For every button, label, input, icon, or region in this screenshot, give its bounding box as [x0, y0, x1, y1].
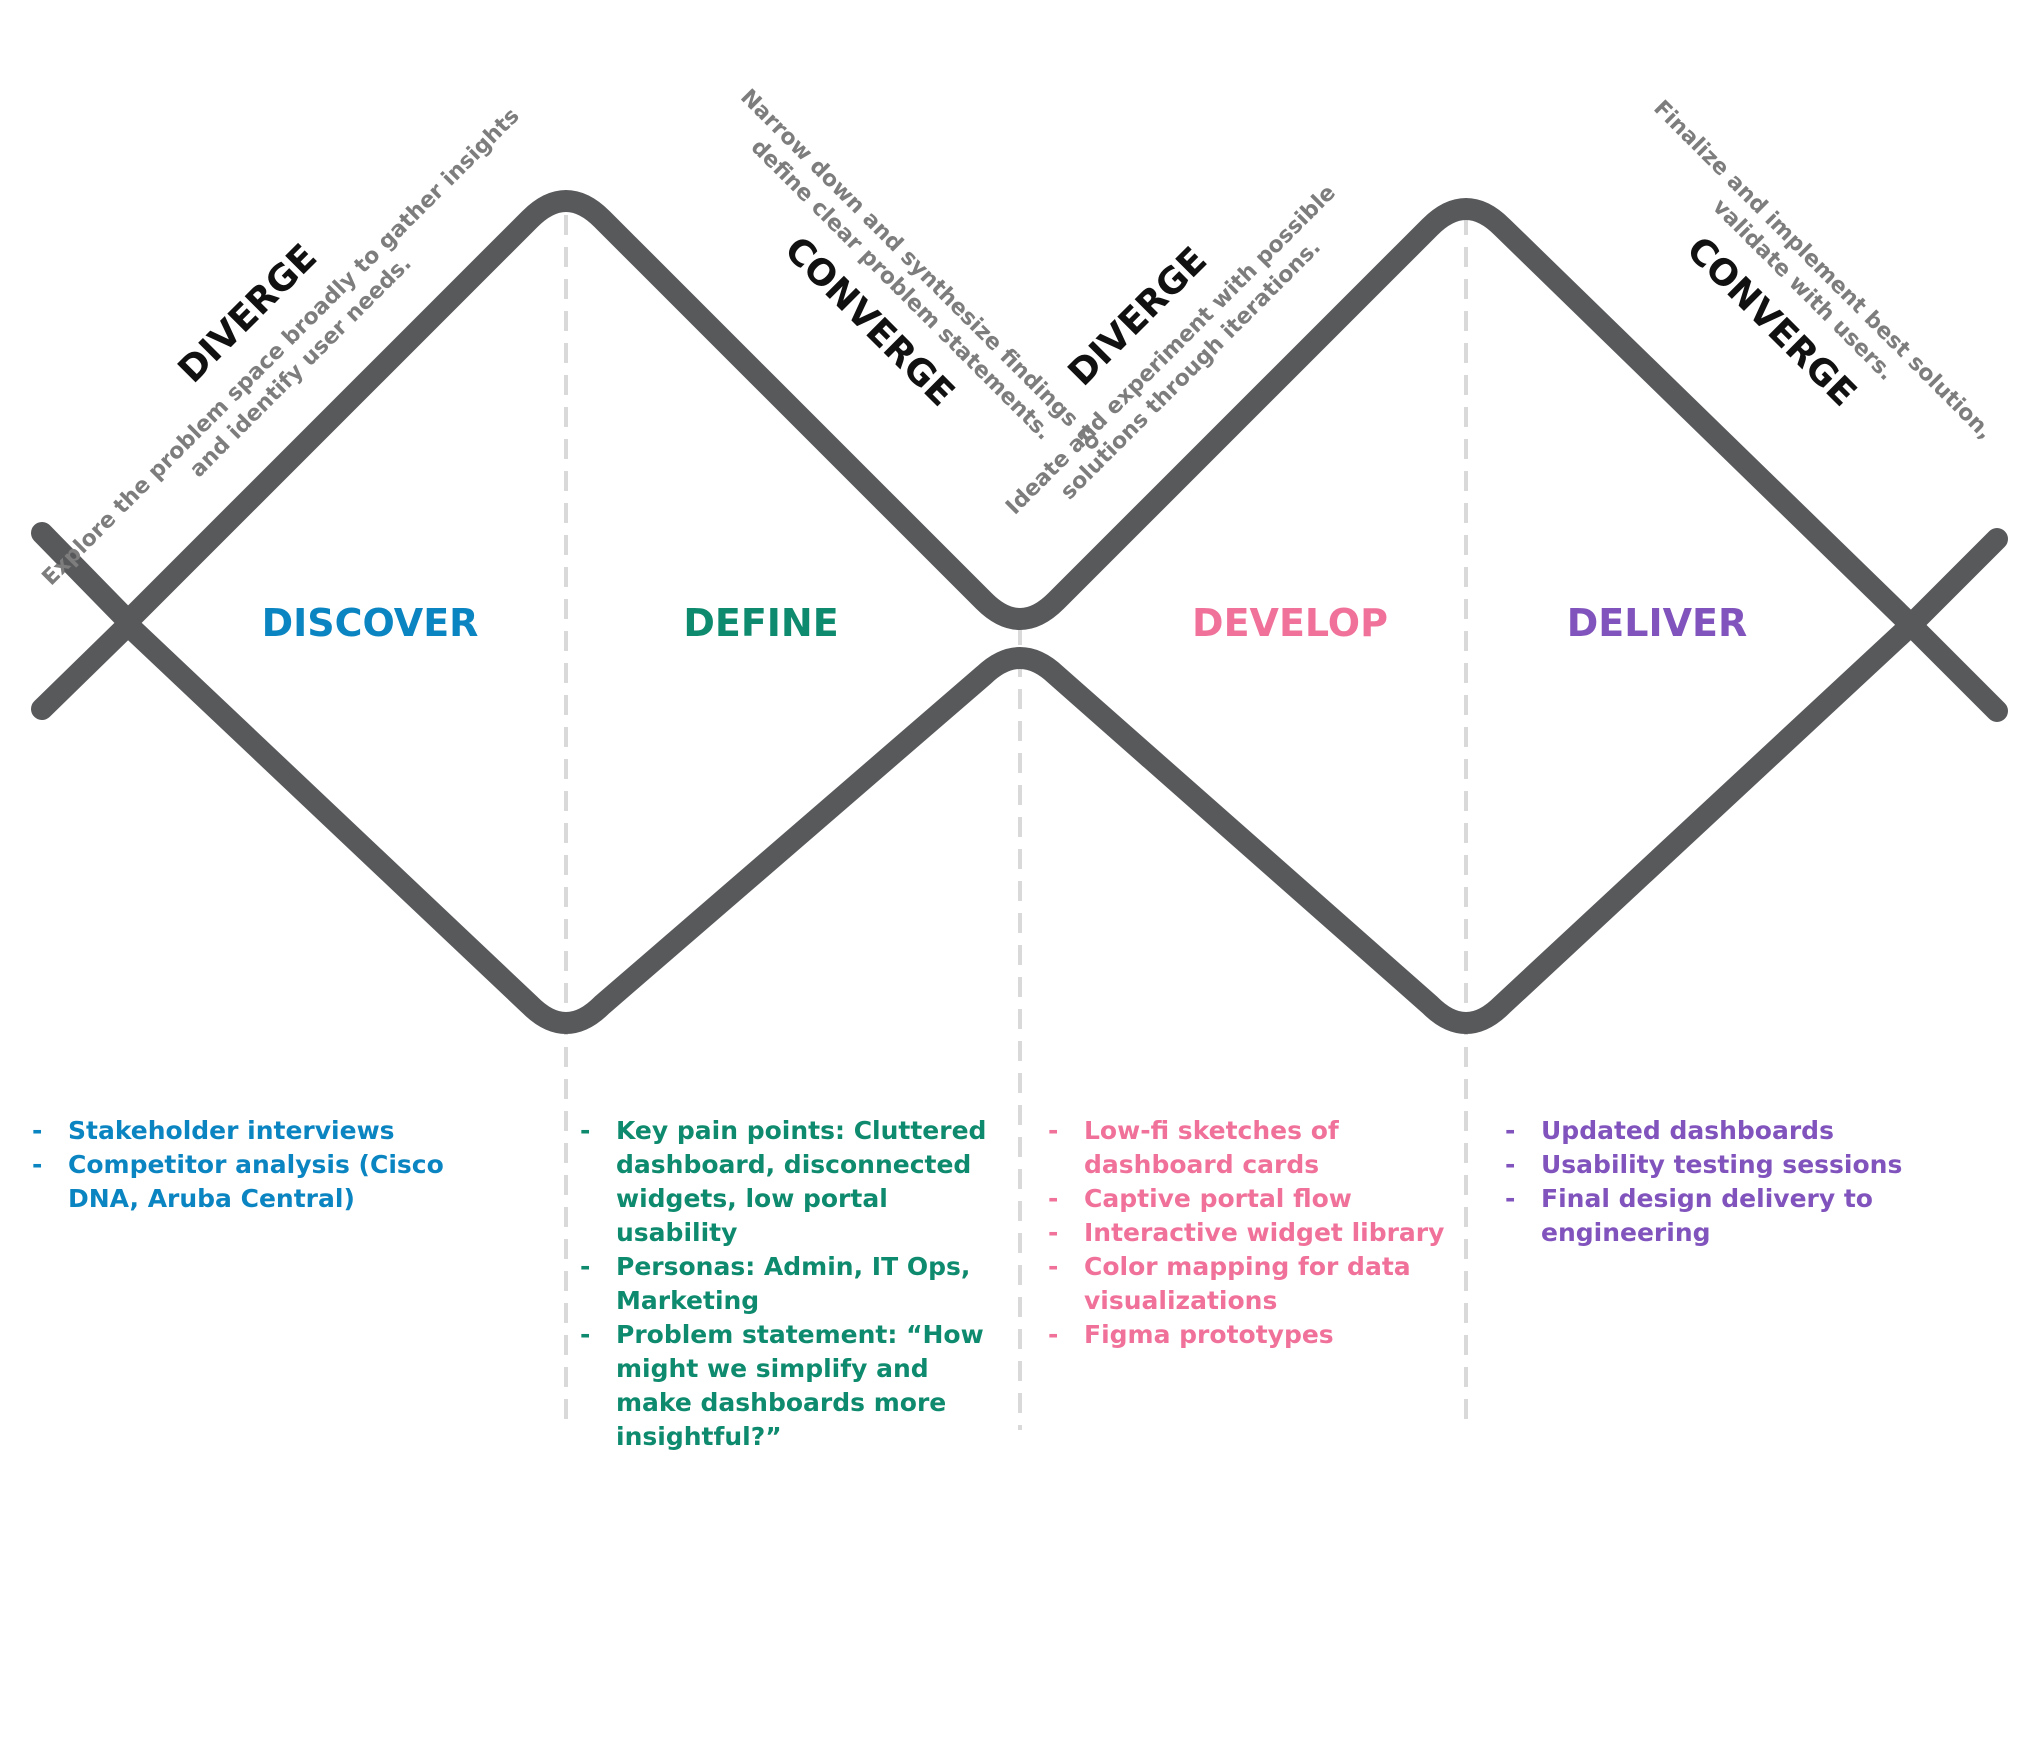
diamond-top-outline — [31, 190, 2008, 636]
stage-deliver-converge: CONVERGE Finalize and implement best sol… — [1648, 96, 1997, 445]
phase-title-deliver: DELIVER — [1567, 601, 1747, 645]
list-item: Figma prototypes — [1048, 1318, 1478, 1352]
phase-title-define: DEFINE — [683, 601, 838, 645]
list-item: Captive portal flow — [1048, 1182, 1478, 1216]
list-item: Stakeholder interviews — [32, 1114, 502, 1148]
stage-description-line1: Explore the problem space broadly to gat… — [38, 104, 525, 591]
discover-activities-list: Stakeholder interviews Competitor analys… — [32, 1114, 502, 1216]
develop-activities-list: Low-fi sketches of dashboard cards Capti… — [1048, 1114, 1478, 1352]
phase-title-develop: DEVELOP — [1192, 601, 1388, 645]
deliver-activities-list: Updated dashboards Usability testing ses… — [1505, 1114, 1945, 1250]
phase-title-discover: DISCOVER — [262, 601, 479, 645]
list-item: Color mapping for data visualizations — [1048, 1250, 1478, 1318]
list-item: Problem statement: “How might we simplif… — [580, 1318, 1000, 1454]
list-item: Interactive widget library — [1048, 1216, 1478, 1250]
stage-define-converge: CONVERGE Narrow down and synthesize find… — [735, 85, 1106, 456]
list-item: Updated dashboards — [1505, 1114, 1945, 1148]
list-item: Final design delivery to engineering — [1505, 1182, 1945, 1250]
double-diamond — [31, 190, 2008, 1034]
phase-dividers — [564, 215, 1468, 1430]
list-item: Competitor analysis (Cisco DNA, Aruba Ce… — [32, 1148, 502, 1216]
list-item: Usability testing sessions — [1505, 1148, 1945, 1182]
list-item: Low-fi sketches of dashboard cards — [1048, 1114, 1478, 1182]
list-item: Key pain points: Cluttered dashboard, di… — [580, 1114, 1000, 1250]
diamond-bottom-outline — [31, 614, 2008, 1034]
list-item: Personas: Admin, IT Ops, Marketing — [580, 1250, 1000, 1318]
define-activities-list: Key pain points: Cluttered dashboard, di… — [580, 1114, 1000, 1454]
stage-description-line1: Ideate and experiment with possible — [1001, 180, 1340, 519]
stage-discover-diverge: DIVERGE Explore the problem space broadl… — [38, 104, 525, 591]
